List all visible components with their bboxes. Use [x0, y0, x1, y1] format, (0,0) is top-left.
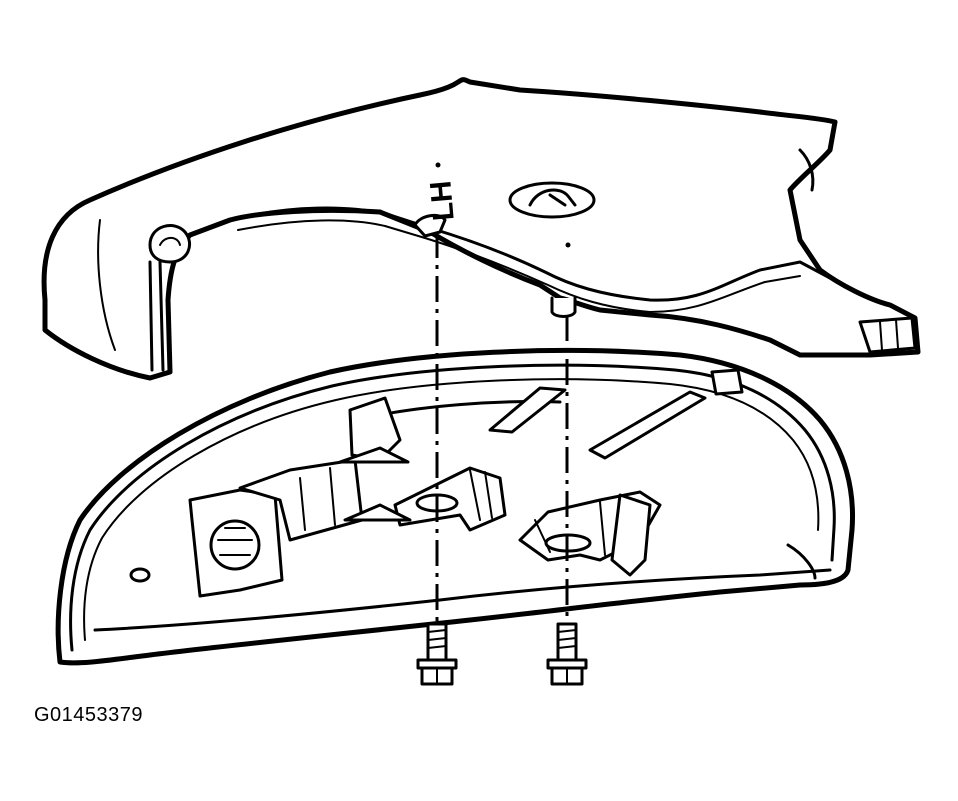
upper-housing-cover: LH	[41, 77, 921, 381]
screw-left	[416, 622, 458, 686]
part-marking-label: LH	[424, 179, 460, 222]
screw-right	[546, 622, 588, 686]
figure-id-label: G01453379	[34, 704, 144, 726]
lamp-housing	[55, 347, 855, 666]
